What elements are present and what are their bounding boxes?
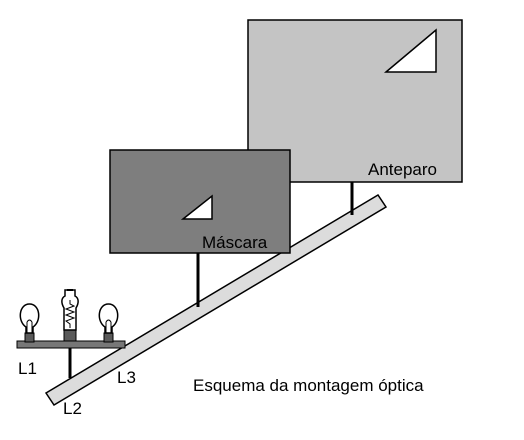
bulb-glass — [19, 303, 40, 334]
bulb-socket — [103, 332, 114, 343]
lamp-label-l2: L2 — [63, 399, 82, 418]
tube-base — [63, 329, 77, 342]
bulb-socket — [24, 332, 35, 343]
lamp-label-l3: L3 — [117, 368, 136, 387]
light-bulb-icon — [98, 303, 119, 343]
light-bulb-icon — [19, 303, 40, 343]
screen-label: Anteparo — [368, 160, 437, 179]
bulb-glass — [98, 303, 119, 334]
mask-panel — [109, 149, 291, 254]
tube-lamp-icon — [61, 289, 79, 342]
bulb-filament — [26, 319, 33, 333]
lamp-label-l1: L1 — [18, 359, 37, 378]
mask-triangle-aperture — [180, 194, 213, 220]
tube-filament — [64, 300, 76, 328]
diagram-caption: Esquema da montagem óptica — [193, 376, 424, 395]
bulb-filament — [105, 319, 112, 333]
mask-label: Máscara — [202, 233, 268, 252]
screen-triangle-image — [383, 28, 437, 73]
optical-rail — [44, 193, 388, 407]
